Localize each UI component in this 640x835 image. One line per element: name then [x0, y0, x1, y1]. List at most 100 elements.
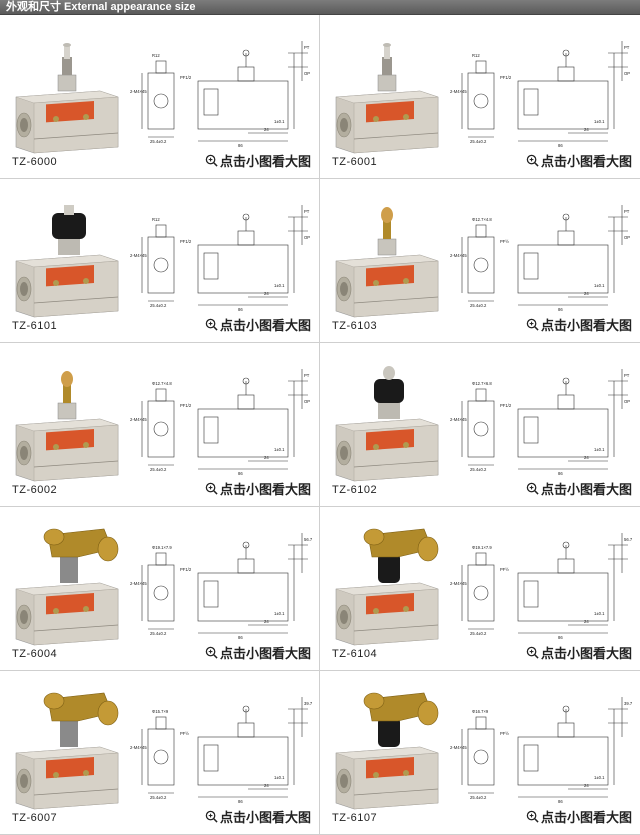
width-dim: 86 [238, 307, 243, 312]
enlarge-link[interactable]: 点击小图看大图 [526, 643, 632, 662]
dimension-drawing[interactable]: Φ19.1×7.9 2-M4×45 PF½ 56.7 25.4±0.2 86 2… [448, 525, 634, 643]
model-number: TZ-6104 [332, 648, 378, 660]
spacing-dim: 24 [584, 127, 589, 132]
zoom-in-icon [526, 154, 539, 167]
dimension-drawing[interactable]: R12 2-M4×45 PF1/2 PT OP 25.4±0.2 86 24 1… [128, 197, 314, 315]
switch-photo[interactable] [8, 35, 126, 155]
roller-dim: Φ19.1×7.9 [472, 545, 492, 550]
product-card-tz-6102[interactable]: Φ12.7×6.8 2-M4×45 PF1/2 PT OP 25.4±0.2 8… [320, 343, 640, 507]
zoom-in-icon [526, 482, 539, 495]
pt-dim: 39.7 [304, 701, 313, 706]
spacing-dim: 24 [264, 291, 269, 296]
switch-photo[interactable] [328, 35, 446, 155]
op-dim: OP [304, 399, 310, 404]
dimension-drawing[interactable]: Φ16.7×9 2-M4×45 PF½ 39.7 25.4±0.2 86 24 … [448, 689, 634, 807]
roller-dim: Φ12.7×6.8 [472, 381, 492, 386]
screw-dim: 2-M4×45 [130, 89, 147, 94]
dimension-drawing[interactable]: Φ15.7×9 2-M4×45 PF½ 39.7 25.4±0.2 86 24 … [128, 689, 314, 807]
product-card-tz-6001[interactable]: R12 2-M4×45 PF1/2 PT OP 25.4±0.2 86 24 1… [320, 15, 640, 179]
dimension-drawing[interactable]: Φ12.7×4.8 2-M4×45 PF1/2 PT OP 25.4±0.2 8… [128, 361, 314, 479]
pt-dim: 56.7 [304, 537, 313, 542]
width-dim: 86 [558, 635, 563, 640]
enlarge-link[interactable]: 点击小图看大图 [205, 315, 311, 334]
screw-dim: 2-M4×45 [130, 253, 147, 258]
roller-dim: Φ19.1×7.9 [152, 545, 172, 550]
width-dim: 86 [558, 799, 563, 804]
width-dim: 86 [238, 635, 243, 640]
roller-dim: R12 [152, 53, 160, 58]
switch-photo[interactable] [8, 199, 126, 319]
dimension-drawing[interactable]: Φ19.1×7.9 2-M4×45 PF1/2 56.7 25.4±0.2 86… [128, 525, 314, 643]
enlarge-link[interactable]: 点击小图看大图 [526, 315, 632, 334]
product-card-tz-6107[interactable]: Φ16.7×9 2-M4×45 PF½ 39.7 25.4±0.2 86 24 … [320, 671, 640, 835]
switch-photo[interactable] [328, 363, 446, 483]
product-card-tz-6103[interactable]: Φ12.7×4.8 2-M4×45 PF½ PT OP 25.4±0.2 86 … [320, 179, 640, 343]
conduit-dim: PF1/2 [180, 239, 192, 244]
product-card-tz-6104[interactable]: Φ19.1×7.9 2-M4×45 PF½ 56.7 25.4±0.2 86 2… [320, 507, 640, 671]
switch-photo[interactable] [8, 363, 126, 483]
enlarge-link[interactable]: 点击小图看大图 [205, 479, 311, 498]
switch-photo[interactable] [328, 527, 446, 647]
tolerance-dim: 1±0.1 [274, 119, 285, 124]
product-card-tz-6007[interactable]: Φ15.7×9 2-M4×45 PF½ 39.7 25.4±0.2 86 24 … [0, 671, 320, 835]
screw-dim: 2-M4×45 [130, 581, 147, 586]
enlarge-link[interactable]: 点击小图看大图 [205, 807, 311, 826]
conduit-dim: PF½ [180, 731, 189, 736]
enlarge-link[interactable]: 点击小图看大图 [205, 151, 311, 170]
enlarge-label: 点击小图看大图 [219, 154, 311, 169]
dimension-drawing[interactable]: Φ12.7×6.8 2-M4×45 PF1/2 PT OP 25.4±0.2 8… [448, 361, 634, 479]
product-card-tz-6004[interactable]: Φ19.1×7.9 2-M4×45 PF1/2 56.7 25.4±0.2 86… [0, 507, 320, 671]
roller-dim: Φ12.7×4.8 [472, 217, 492, 222]
roller-dim: Φ16.7×9 [472, 709, 489, 714]
base-dim: 25.4±0.2 [470, 795, 487, 800]
zoom-in-icon [205, 154, 218, 167]
tolerance-dim: 1±0.1 [594, 775, 605, 780]
model-number: TZ-6007 [12, 812, 58, 824]
conduit-dim: PF½ [500, 731, 509, 736]
switch-photo[interactable] [328, 199, 446, 319]
product-card-tz-6101[interactable]: R12 2-M4×45 PF1/2 PT OP 25.4±0.2 86 24 1… [0, 179, 320, 343]
conduit-dim: PF½ [500, 239, 509, 244]
enlarge-label: 点击小图看大图 [219, 810, 311, 825]
enlarge-link[interactable]: 点击小图看大图 [205, 643, 311, 662]
base-dim: 25.4±0.2 [470, 467, 487, 472]
enlarge-label: 点击小图看大图 [540, 646, 632, 661]
tolerance-dim: 1±0.1 [594, 283, 605, 288]
tolerance-dim: 1±0.1 [274, 283, 285, 288]
enlarge-link[interactable]: 点击小图看大图 [526, 479, 632, 498]
zoom-in-icon [205, 810, 218, 823]
enlarge-link[interactable]: 点击小图看大图 [526, 807, 632, 826]
zoom-in-icon [526, 646, 539, 659]
pt-dim: PT [304, 209, 310, 214]
zoom-in-icon [205, 646, 218, 659]
screw-dim: 2-M4×45 [450, 581, 467, 586]
screw-dim: 2-M4×45 [450, 417, 467, 422]
zoom-in-icon [205, 318, 218, 331]
width-dim: 86 [558, 307, 563, 312]
conduit-dim: PF1/2 [500, 75, 512, 80]
enlarge-link[interactable]: 点击小图看大图 [526, 151, 632, 170]
spacing-dim: 24 [264, 619, 269, 624]
op-dim: OP [624, 399, 630, 404]
width-dim: 86 [238, 471, 243, 476]
base-dim: 25.4±0.2 [150, 467, 167, 472]
pt-dim: PT [304, 373, 310, 378]
product-card-tz-6000[interactable]: R12 2-M4×45 PF1/2 PT OP 25.4±0.2 86 24 1… [0, 15, 320, 179]
section-title: 外观和尺寸 External appearance size [6, 1, 196, 13]
dimension-drawing[interactable]: R12 2-M4×45 PF1/2 PT OP 25.4±0.2 86 24 1… [128, 33, 314, 151]
enlarge-label: 点击小图看大图 [540, 482, 632, 497]
model-number: TZ-6002 [12, 484, 58, 496]
dimension-drawing[interactable]: Φ12.7×4.8 2-M4×45 PF½ PT OP 25.4±0.2 86 … [448, 197, 634, 315]
switch-photo[interactable] [8, 691, 126, 811]
pt-dim: PT [624, 209, 630, 214]
zoom-in-icon [205, 482, 218, 495]
width-dim: 86 [558, 143, 563, 148]
screw-dim: 2-M4×45 [450, 745, 467, 750]
product-grid: R12 2-M4×45 PF1/2 PT OP 25.4±0.2 86 24 1… [0, 15, 640, 835]
product-card-tz-6002[interactable]: Φ12.7×4.8 2-M4×45 PF1/2 PT OP 25.4±0.2 8… [0, 343, 320, 507]
switch-photo[interactable] [328, 691, 446, 811]
base-dim: 25.4±0.2 [150, 303, 167, 308]
switch-photo[interactable] [8, 527, 126, 647]
dimension-drawing[interactable]: R12 2-M4×45 PF1/2 PT OP 25.4±0.2 86 24 1… [448, 33, 634, 151]
tolerance-dim: 1±0.1 [274, 775, 285, 780]
